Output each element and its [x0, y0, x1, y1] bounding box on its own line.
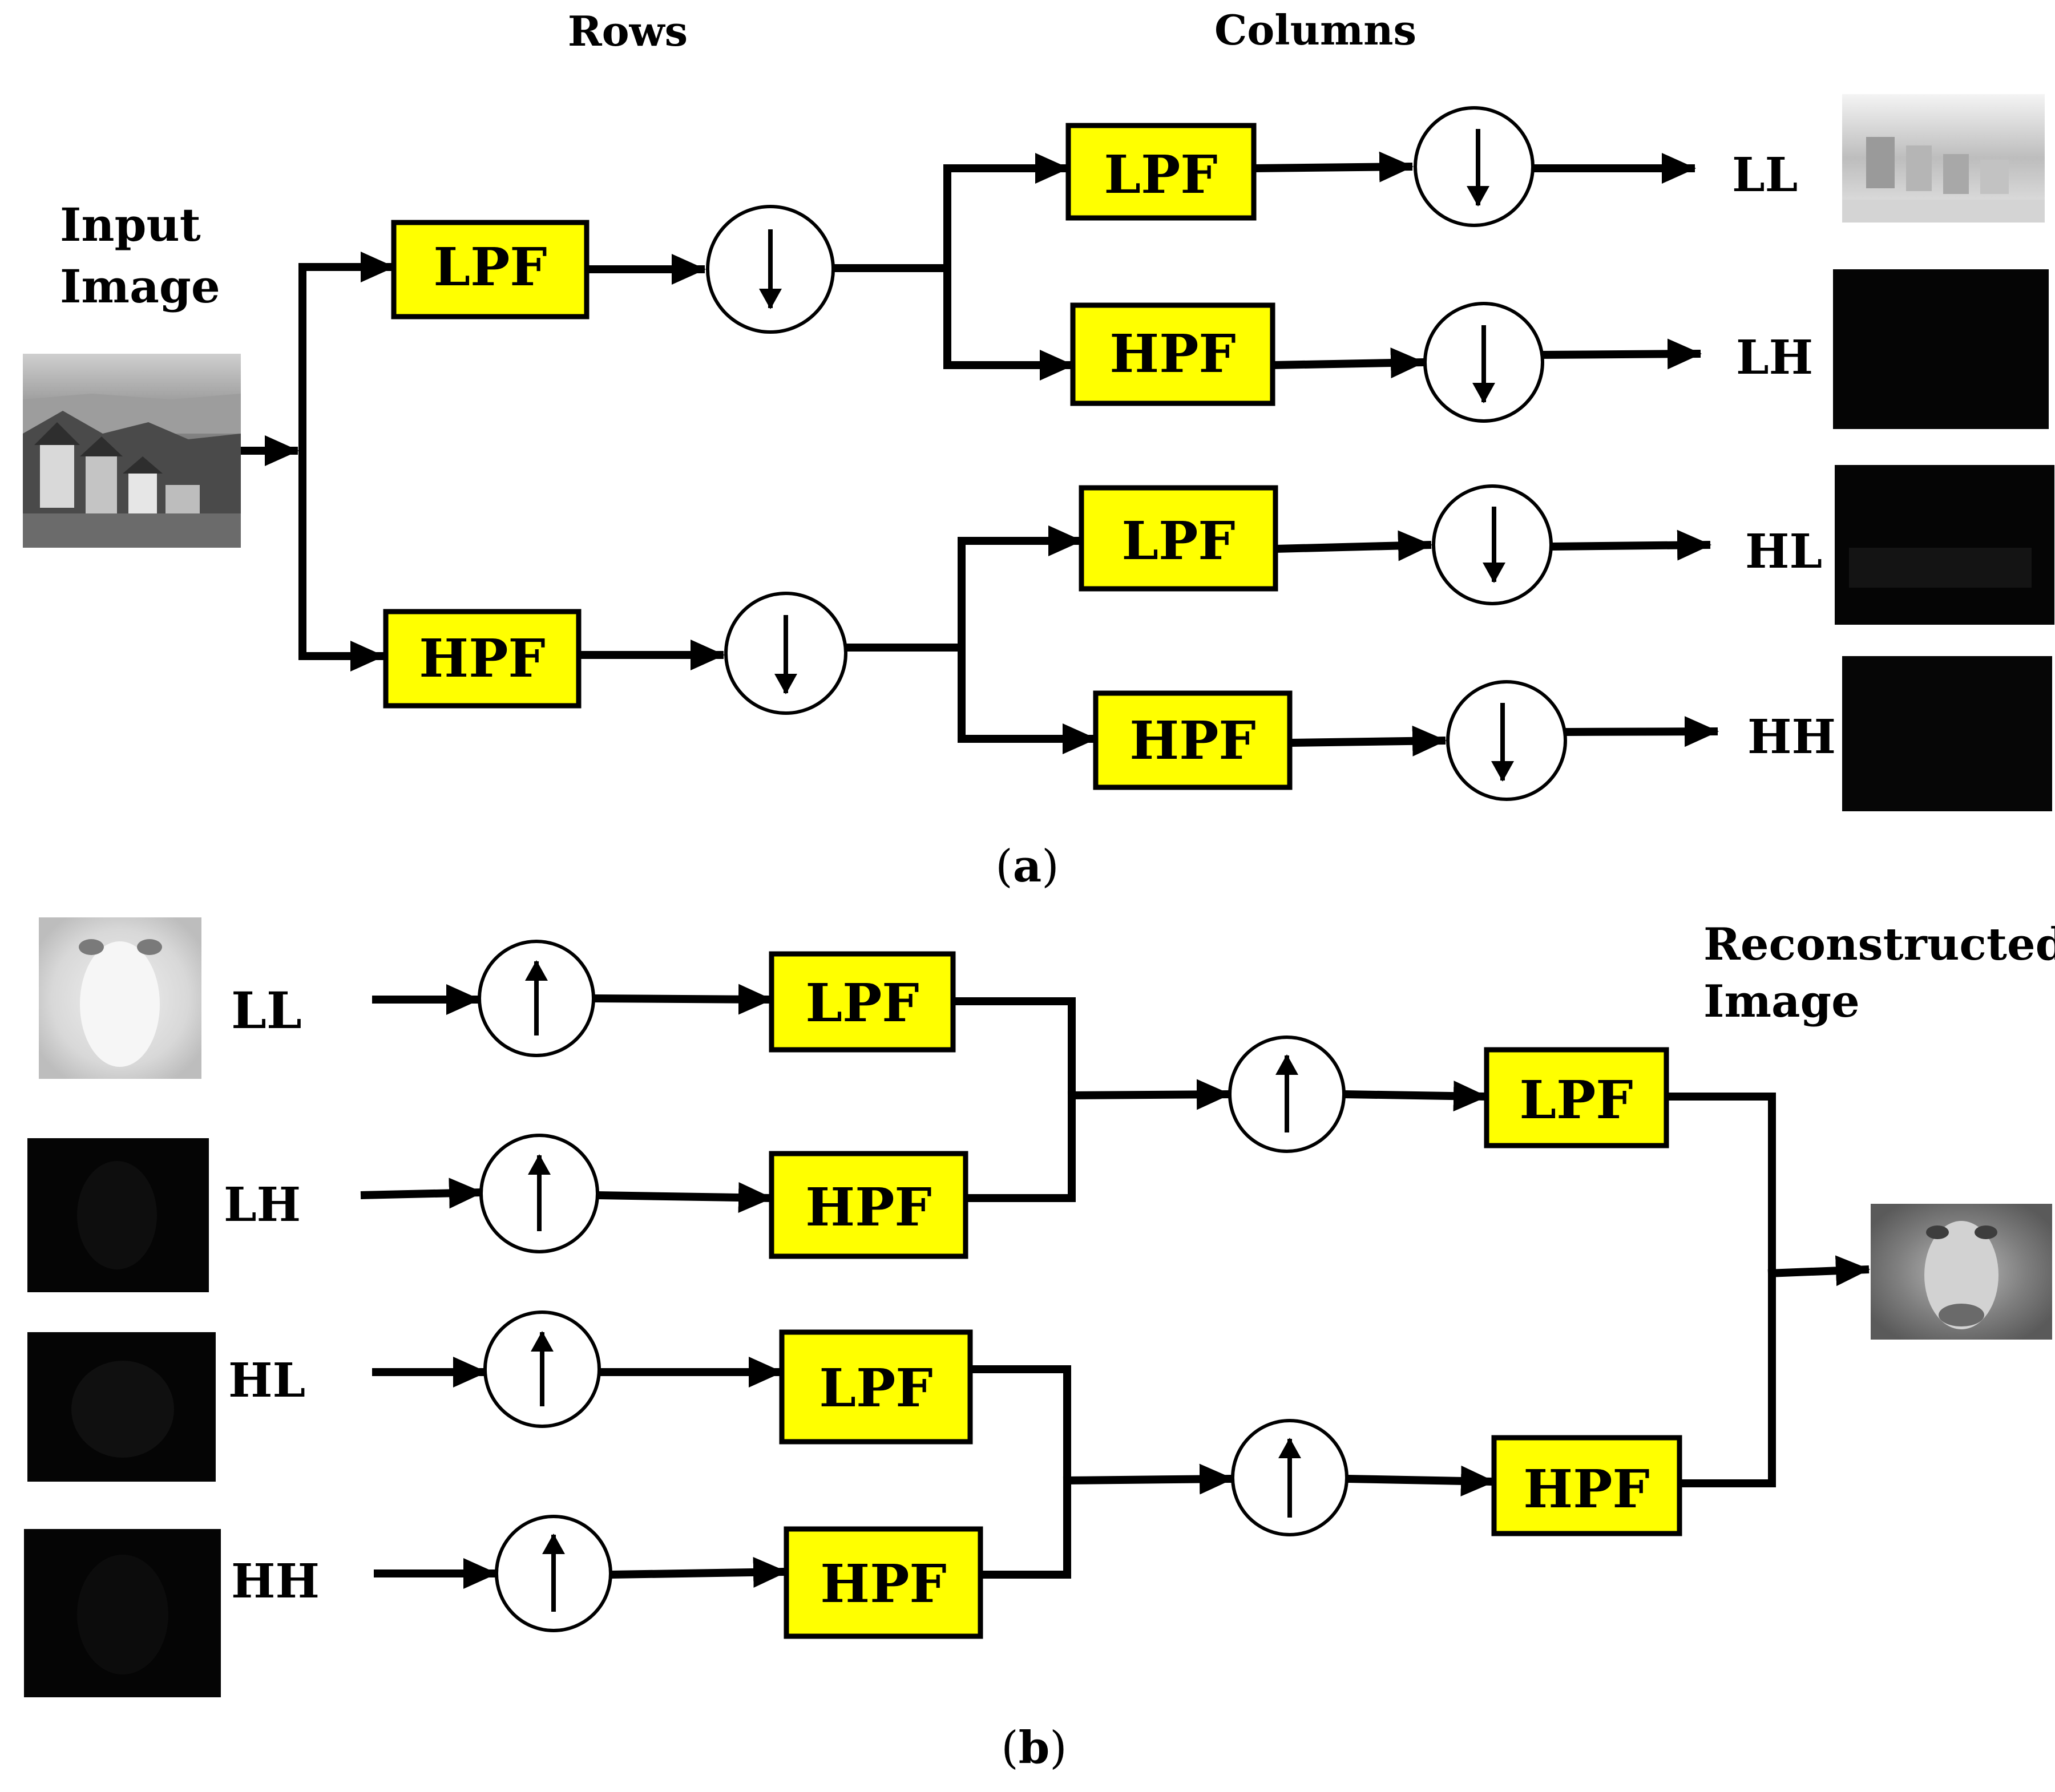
input-image-label-line2: Image — [60, 260, 220, 313]
synth-stage2-hpf-filter: HPF — [1491, 1435, 1682, 1536]
ll-to-lpf-arrow — [593, 984, 773, 1015]
upsample-top-stage2 — [1228, 1035, 1346, 1153]
columns-header: Columns — [1214, 6, 1416, 54]
merge-top-arrow — [1067, 1079, 1231, 1110]
hl-out-arrow — [1551, 529, 1711, 561]
upsample-hh — [495, 1515, 612, 1632]
upsample-bottom-stage2 — [1231, 1419, 1349, 1536]
row-split-wire — [298, 263, 394, 660]
output-ll-thumbnail — [1842, 94, 2045, 223]
synth-lh-hpf-label: HPF — [805, 1176, 931, 1238]
stage2-top-arrow — [1343, 1081, 1488, 1112]
merge-bottom-arrow — [1063, 1463, 1234, 1495]
col-ll-lpf-label: LPF — [1104, 144, 1217, 205]
rows-header: Rows — [568, 7, 688, 55]
synth-ll-lpf-label: LPF — [805, 972, 919, 1034]
col-downsample-ll — [1414, 106, 1535, 227]
col-hh-hpf-filter: HPF — [1093, 690, 1293, 790]
output-lh-thumbnail — [1833, 269, 2049, 429]
col-lh-out-arrow — [1272, 347, 1425, 379]
lh-in-arrow — [360, 1178, 483, 1209]
col-downsample-lh — [1423, 302, 1544, 423]
synth-stage2-hpf-label: HPF — [1523, 1458, 1649, 1520]
upsample-hl — [483, 1310, 601, 1428]
synth-stage2-lpf-filter: LPF — [1484, 1047, 1669, 1148]
reconstructed-label-line1: Reconstructed — [1703, 919, 2055, 970]
lh-to-hpf-arrow — [597, 1182, 773, 1213]
col-downsample-hh — [1446, 680, 1567, 801]
caption-a: (a) — [995, 840, 1059, 892]
input-lh-thumbnail — [27, 1138, 209, 1292]
input-hl-label: HL — [228, 1353, 305, 1408]
output-hl-thumbnail — [1835, 465, 2054, 625]
caption-b: (b) — [1001, 1722, 1067, 1774]
upsample-ll — [478, 940, 595, 1057]
input-hl-thumbnail — [27, 1332, 216, 1482]
synth-hh-hpf-filter: HPF — [784, 1526, 983, 1639]
row-lpf-label: LPF — [433, 236, 547, 298]
synth-ll-lpf-filter: LPF — [769, 951, 956, 1053]
input-ll-label: LL — [231, 981, 302, 1040]
input-image-label-line1: Input — [60, 198, 201, 252]
reconstructed-image-thumbnail — [1871, 1204, 2052, 1340]
output-lh-label: LH — [1736, 330, 1813, 385]
input-image-thumbnail — [23, 354, 241, 548]
col-lh-hpf-filter: HPF — [1070, 302, 1275, 406]
final-merge-wire — [1666, 1093, 1776, 1487]
final-output-arrow — [1767, 1255, 1870, 1287]
hh-to-hpf-arrow — [610, 1556, 788, 1588]
input-ll-baboon-thumbnail — [39, 917, 201, 1079]
row-hpf-filter: HPF — [383, 609, 582, 709]
row-hpf-label: HPF — [419, 628, 545, 689]
merge-bottom-wire — [970, 1365, 1071, 1579]
col-ll-out-arrow — [1253, 151, 1414, 183]
col-ll-lpf-filter: LPF — [1065, 123, 1257, 221]
col-downsample-hl — [1432, 484, 1553, 605]
row-downsample-top — [706, 205, 835, 334]
synth-hl-lpf-label: LPF — [819, 1357, 932, 1419]
row-lpf-filter: LPF — [391, 220, 590, 319]
col-hh-hpf-label: HPF — [1129, 710, 1255, 771]
col-hl-lpf-label: LPF — [1121, 510, 1235, 572]
output-ll-label: LL — [1732, 148, 1798, 203]
output-hh-label: HH — [1747, 710, 1836, 764]
upsample-lh — [479, 1134, 599, 1253]
output-hh-thumbnail — [1842, 656, 2052, 811]
row-downsample-bottom — [724, 592, 847, 715]
synth-lh-hpf-filter: HPF — [769, 1151, 968, 1259]
synth-stage2-lpf-label: LPF — [1519, 1069, 1633, 1131]
col-hh-out-arrow — [1289, 725, 1447, 757]
stage2-bottom-arrow — [1346, 1465, 1495, 1496]
col-lh-hpf-label: HPF — [1109, 323, 1236, 385]
input-hh-thumbnail — [24, 1529, 221, 1697]
synth-hh-hpf-label: HPF — [820, 1553, 946, 1615]
hh-out-arrow — [1565, 716, 1719, 747]
lh-out-arrow — [1542, 338, 1702, 370]
merge-top-wire — [953, 997, 1076, 1202]
reconstructed-label-line2: Image — [1703, 976, 1860, 1028]
input-lh-label: LH — [224, 1178, 301, 1232]
col-hl-lpf-filter: LPF — [1079, 485, 1278, 592]
output-hl-label: HL — [1745, 524, 1822, 579]
col-hl-out-arrow — [1275, 530, 1432, 561]
input-hh-label: HH — [231, 1554, 320, 1609]
synth-hl-lpf-filter: LPF — [779, 1329, 973, 1445]
